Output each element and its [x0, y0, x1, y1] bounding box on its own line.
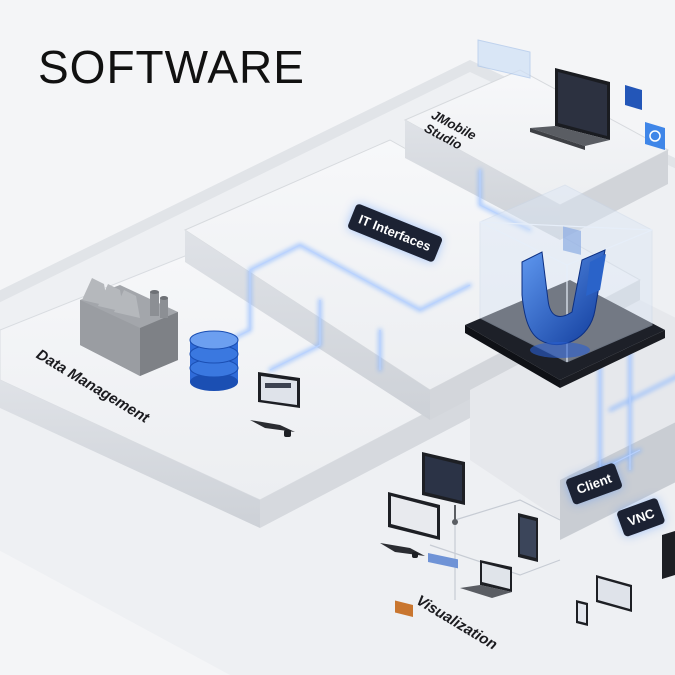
- laptop-icon: [530, 68, 610, 255]
- database-icon: [189, 330, 239, 391]
- jmobile-studio-platform: [403, 69, 670, 240]
- page-title: SOFTWARE: [38, 41, 305, 93]
- monitor-icon: [250, 372, 300, 437]
- laptop-icon: [460, 560, 512, 598]
- tablet-icon: [518, 513, 538, 562]
- cube-logo-icon: [465, 184, 665, 388]
- tablet-icon: [596, 575, 632, 612]
- visualization-devices: [380, 452, 675, 626]
- monitor-icon: [422, 452, 465, 569]
- monitor-icon: [380, 492, 440, 617]
- tablet-icon: [662, 531, 675, 579]
- factory-icon: [80, 278, 178, 376]
- phone-icon: [576, 600, 588, 626]
- floating-panel-icon: [477, 39, 665, 150]
